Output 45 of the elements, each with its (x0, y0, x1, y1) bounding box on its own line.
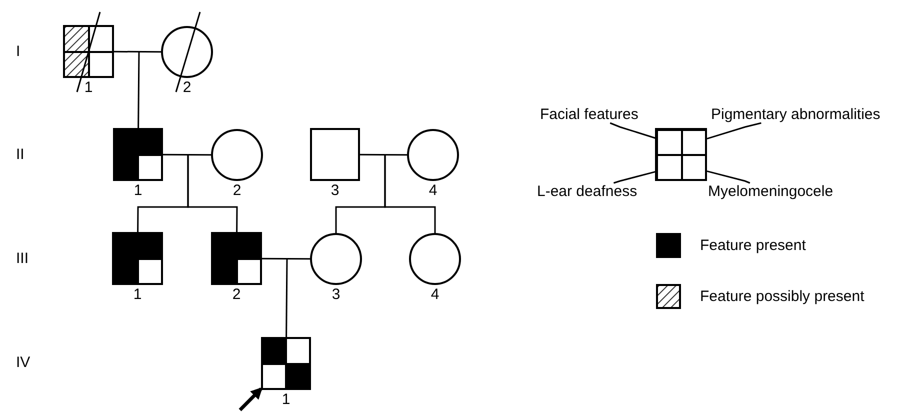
feature-label: Facial features (540, 106, 638, 123)
leader-line (610, 122, 658, 140)
individual-number: 1 (132, 287, 143, 303)
mating-line (114, 50, 161, 53)
male-square-symbol (211, 232, 262, 285)
generation-label: II (16, 147, 24, 163)
male-square-symbol (113, 128, 163, 181)
leader-line (613, 170, 658, 184)
generation-label: IV (16, 355, 30, 371)
legend-key-square (655, 128, 707, 181)
mating-line (163, 154, 211, 156)
descent-line (286, 259, 288, 337)
mating-line (360, 154, 407, 156)
individual-number: 2 (232, 183, 242, 199)
individual-number: 4 (430, 287, 440, 303)
feature-label: Pigmentary abnormalities (711, 106, 880, 123)
proband-arrow (238, 387, 263, 412)
generation-label: I (16, 44, 20, 60)
mating-line (262, 258, 310, 260)
male-square-symbol (112, 232, 163, 285)
individual-number: 1 (132, 183, 144, 199)
key-quadrant (657, 155, 682, 179)
key-quadrant (657, 130, 682, 155)
male-square-symbol (63, 25, 114, 78)
feature-label: L-ear deafness (537, 183, 638, 200)
descent-line (138, 52, 140, 128)
individual-number: 1 (83, 80, 94, 96)
key-quadrant (682, 155, 705, 179)
key-quadrant (682, 130, 705, 155)
feature-label: Myelomeningocele (708, 183, 834, 200)
male-square-symbol (261, 337, 311, 390)
leader-line (706, 122, 762, 140)
individual-number: 2 (231, 287, 242, 303)
generation-label: III (16, 251, 29, 267)
individual-number: 1 (280, 392, 292, 408)
individual-number: 2 (182, 80, 192, 96)
sibship-line (187, 155, 238, 232)
legend-label: Feature possibly present (700, 288, 864, 305)
individual-number: 3 (330, 183, 340, 199)
legend-label: Feature present (700, 237, 806, 254)
leader-line (706, 170, 750, 184)
individual-number: 3 (330, 287, 342, 303)
sibship-line (384, 155, 436, 233)
male-square-symbol (310, 128, 360, 181)
individual-number: 4 (428, 183, 438, 199)
